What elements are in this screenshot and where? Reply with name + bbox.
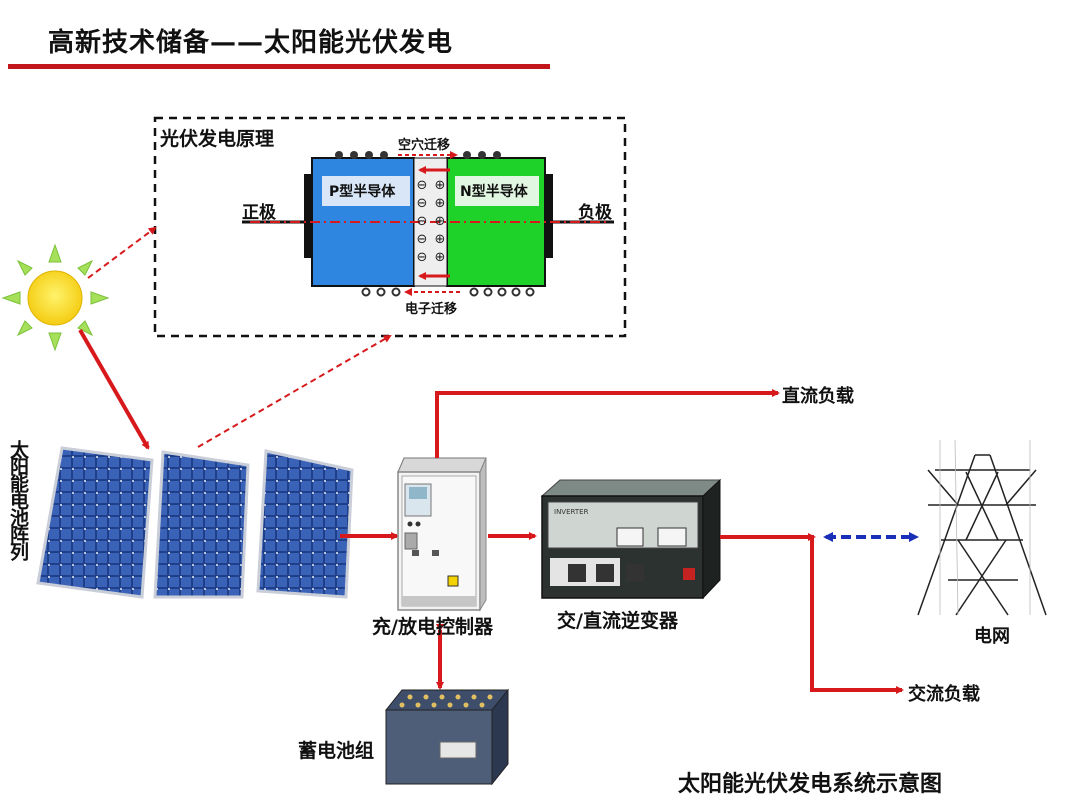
inverter-plate: INVERTER: [554, 508, 589, 516]
inverter-unit: [540, 478, 722, 600]
panels-to-principle-arrow: [197, 334, 392, 448]
svg-text:⊖: ⊖: [417, 196, 428, 211]
grid-label: 电网: [974, 626, 1010, 647]
solar-array-label: 太阳能电池阵列: [7, 440, 29, 559]
title-underline: [8, 64, 550, 69]
controller-cabinet: [397, 457, 487, 612]
solar-panel-array: [36, 446, 354, 599]
svg-text:⊖: ⊖: [417, 232, 428, 247]
controller-to-dc-load-arrow: [435, 389, 780, 458]
depletion-charges: ⊖ ⊖ ⊖ ⊖ ⊖ ⊕ ⊕ ⊕ ⊕ ⊕: [417, 178, 446, 265]
svg-text:⊕: ⊕: [435, 196, 446, 211]
sun-icon: [1, 243, 110, 352]
hole-migration-label: 空穴迁移: [398, 138, 451, 153]
p-type-label: P型半导体: [329, 184, 396, 200]
svg-text:⊕: ⊕: [435, 250, 446, 265]
grid-tower-icon: [917, 439, 1047, 616]
inverter-label: 交/直流逆变器: [557, 610, 678, 632]
svg-text:⊕: ⊕: [435, 214, 446, 229]
n-type-label: N型半导体: [460, 184, 528, 200]
positive-electrode-label: 正极: [242, 203, 276, 223]
negative-electrode-label: 负极: [578, 203, 612, 223]
page-title: 高新技术储备——太阳能光伏发电: [48, 28, 454, 58]
principle-title: 光伏发电原理: [160, 128, 275, 150]
svg-text:⊖: ⊖: [417, 214, 428, 229]
dc-load-label: 直流负载: [782, 386, 854, 407]
svg-text:⊕: ⊕: [435, 232, 446, 247]
svg-text:⊖: ⊖: [417, 178, 428, 193]
svg-text:⊖: ⊖: [417, 250, 428, 265]
sun-to-panels-arrow: [78, 329, 150, 450]
pn-junction: [242, 151, 614, 297]
electron-migration-label: 电子迁移: [405, 302, 458, 317]
battery-label: 蓄电池组: [298, 740, 375, 762]
sun-to-principle-arrow: [87, 226, 157, 279]
controller-label: 充/放电控制器: [372, 616, 493, 638]
battery-bank: [384, 688, 510, 786]
ac-load-label: 交流负载: [908, 684, 980, 705]
junction-to-ac-load-arrow: [810, 537, 904, 694]
svg-text:⊕: ⊕: [435, 178, 446, 193]
diagram-caption: 太阳能光伏发电系统示意图: [678, 772, 943, 797]
